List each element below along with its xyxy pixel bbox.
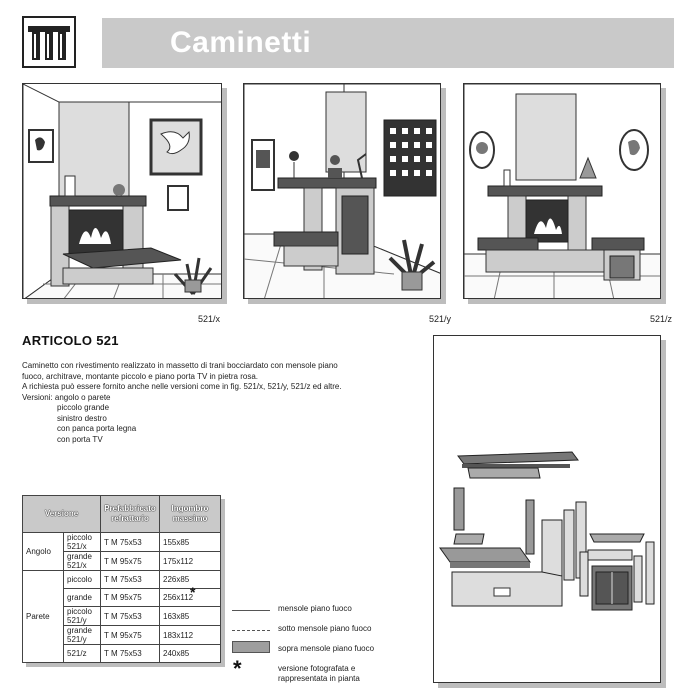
description-line: A richiesta può essere fornito anche nel… [22, 382, 342, 391]
prefab-cell: T M 75x53 [100, 606, 160, 626]
version-option: con panca porta legna [57, 424, 137, 433]
figure-521y [243, 83, 441, 299]
page-title: Caminetti [170, 26, 312, 59]
size-cell: 175x112 [159, 551, 221, 571]
table-row: Angolo piccolo 521/x T M 75x53 155x85 [22, 532, 221, 571]
variant-cell: grande [63, 588, 101, 607]
variant-cell: grande 521/y [63, 625, 101, 645]
figure-521z [463, 83, 661, 299]
group-label: Parete [22, 570, 64, 663]
size-cell: 256x112 [159, 588, 221, 607]
legend-star: * [233, 656, 242, 681]
prefab-cell: T M 75x53 [100, 644, 160, 663]
version-option: con porta TV [57, 434, 103, 444]
size-cell: 155x85 [159, 532, 221, 552]
versions-table: Versione Prefabbricato refrattario Ingom… [22, 495, 221, 663]
variant-cell: piccolo 521/y [63, 606, 101, 626]
figure-caption: 521/x [198, 314, 221, 324]
variant-cell: piccolo 521/x [63, 532, 101, 552]
prefab-cell: T M 75x53 [100, 532, 160, 552]
exploded-view [433, 335, 661, 683]
variant-cell: piccolo [63, 570, 101, 589]
legend-box-label: sopra mensole piano fuoco [278, 644, 375, 653]
table-row: piccolo 521/y T M 75x53 163x85 [23, 606, 221, 626]
title-bar: Caminetti [102, 18, 674, 68]
table-header: Prefabbricato refrattario [100, 495, 160, 533]
table-header: Ingombro massimo [159, 495, 221, 533]
description-line: fuoco, architrave, montante piccolo e pi… [22, 371, 258, 381]
table-header: Versione [22, 495, 101, 533]
legend-solid-label: mensole piano fuoco [278, 604, 352, 613]
size-cell: 226x85 [159, 570, 221, 589]
article-title: ARTICOLO 521 [22, 333, 119, 348]
description-line: Versioni: angolo o parete [22, 392, 111, 402]
figure-caption: 521/y [429, 314, 452, 324]
legend-solid-line [232, 610, 270, 611]
table-row: grande 521/x T M 95x75 175x112 [23, 551, 221, 571]
prefab-cell: T M 95x75 [100, 588, 160, 607]
legend-dashed-line [232, 630, 270, 631]
size-cell: 163x85 [159, 606, 221, 626]
version-option: piccolo grande [57, 403, 110, 412]
group-label: Angolo [22, 532, 64, 571]
prefab-cell: T M 75x53 [100, 570, 160, 589]
variant-cell: 521/z [63, 644, 101, 663]
figure-caption: 521/z [650, 314, 673, 324]
table-row: grande 521/y T M 95x75 183x112 [23, 625, 221, 645]
company-logo [22, 16, 76, 68]
legend-stone-box [232, 641, 270, 653]
description-line: Caminetto con rivestimento realizzato in… [22, 361, 338, 370]
table-row: 521/z T M 75x53 240x85 [23, 644, 221, 663]
article-description: Caminetto con rivestimento realizzato in… [22, 361, 422, 445]
variant-cell: grande 521/x [63, 551, 101, 571]
size-cell: 240x85 [159, 644, 221, 663]
photographed-star: * [190, 584, 196, 600]
figure-521x [22, 83, 222, 299]
version-option: sinistro destro [57, 413, 107, 423]
table-row: grande T M 95x75 256x112 [23, 588, 221, 607]
legend-star-label: versione fotografata e [278, 664, 356, 673]
prefab-cell: T M 95x75 [100, 551, 160, 571]
prefab-cell: T M 95x75 [100, 625, 160, 645]
legend-star-label: rappresentata in pianta [278, 674, 360, 683]
size-cell: 183x112 [159, 625, 221, 645]
legend-dashed-label: sotto mensole piano fuoco [278, 624, 372, 633]
